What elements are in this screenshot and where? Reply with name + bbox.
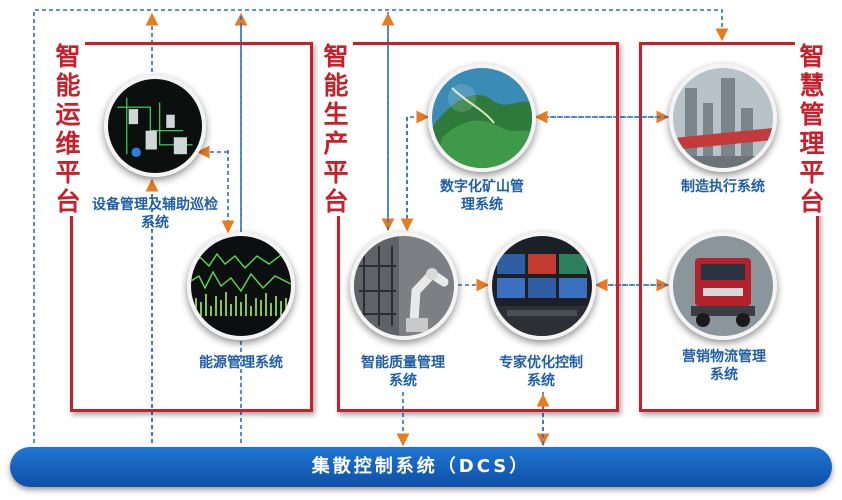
- ops-platform-title: 智能运维平台: [51, 42, 85, 216]
- control-room-screen-icon[interactable]: [104, 75, 206, 177]
- quality-system-label: 智能质量管理系统: [361, 355, 445, 389]
- production-platform-title: 智能生产平台: [319, 42, 353, 216]
- smart-mgmt-platform-box: [639, 42, 819, 412]
- energy-system-label: 能源管理系统: [199, 355, 283, 371]
- expert-system-label: 专家优化控制系统: [499, 355, 583, 389]
- dcs-bar: 集散控制系统（DCS）: [10, 447, 832, 487]
- aerial-mine-icon[interactable]: [428, 64, 536, 172]
- oscilloscope-icon[interactable]: [187, 232, 295, 340]
- production-platform-box: [337, 42, 619, 412]
- mes-system-label: 制造执行系统: [681, 179, 765, 195]
- robot-arm-icon[interactable]: [350, 232, 458, 340]
- cement-plant-icon[interactable]: [669, 64, 777, 172]
- monitor-wall-icon[interactable]: [488, 232, 596, 340]
- equipment-system-label: 设备管理及辅助巡检系统: [92, 197, 218, 231]
- smart-mgmt-platform-title: 智慧管理平台: [795, 42, 829, 216]
- mine-system-label: 数字化矿山管理系统: [440, 179, 524, 213]
- ops-platform-box: [70, 42, 313, 412]
- logistics-system-label: 营销物流管理系统: [682, 349, 766, 383]
- truck-icon[interactable]: [669, 232, 777, 340]
